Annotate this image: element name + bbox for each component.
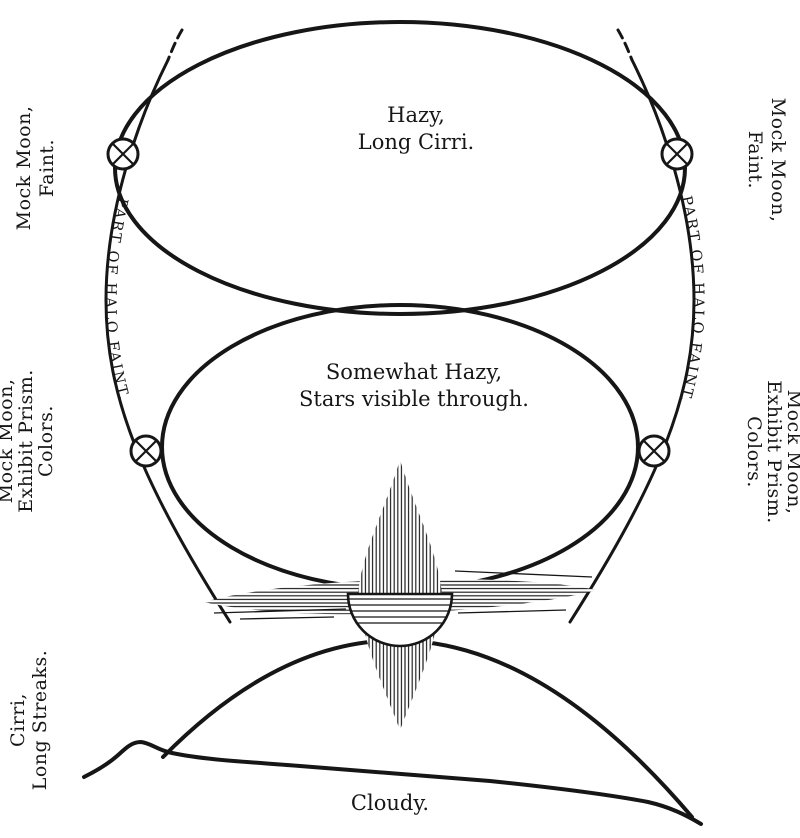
label-right-middle-line1: Mock Moon,	[783, 390, 800, 515]
label-middle-region: Somewhat Hazy, Stars visible through.	[299, 360, 529, 411]
label-right-top-line1: Mock Moon,	[767, 98, 789, 223]
moon-disc	[346, 592, 454, 648]
label-right-top-line2: Faint.	[744, 131, 766, 189]
label-left-top: Mock Moon, Faint.	[13, 106, 58, 231]
label-hazy-line2: Long Cirri.	[358, 130, 474, 154]
label-right-top: Mock Moon, Faint.	[744, 98, 789, 223]
left-halo-arc	[104, 58, 232, 624]
left-halo-arc-label: PART OF HALO FAINT.	[102, 196, 132, 403]
mock-moon-marker-middle-left	[129, 434, 163, 468]
mock-moon-marker-upper-left	[106, 137, 140, 171]
label-left-bottom: Cirri, Long Streaks.	[7, 650, 51, 791]
left-halo-arc-dashed-tail	[166, 28, 184, 62]
mock-moon-marker-middle-right	[637, 434, 671, 468]
horizon-line	[82, 740, 703, 826]
label-left-bottom-line2: Long Streaks.	[29, 650, 51, 791]
label-left-middle-line3: Colors.	[35, 405, 57, 477]
label-left-middle-line2: Exhibit Prism.	[15, 369, 37, 513]
label-somewhat-hazy-line1: Somewhat Hazy,	[326, 360, 502, 384]
mock-moon-marker-upper-right	[660, 137, 694, 171]
right-halo-arc-dashed-tail	[616, 28, 634, 62]
right-halo-arc-label: PART OF HALO FAINT.	[676, 194, 706, 405]
label-cloudy: Cloudy.	[351, 791, 429, 815]
label-left-bottom-line1: Cirri,	[7, 693, 29, 747]
label-hazy-line1: Hazy,	[387, 103, 445, 127]
label-left-top-line1: Mock Moon,	[13, 106, 35, 231]
label-left-middle-line1: Mock Moon,	[0, 379, 17, 504]
label-somewhat-hazy-line2: Stars visible through.	[299, 387, 529, 411]
label-left-middle: Mock Moon, Exhibit Prism. Colors.	[0, 369, 57, 513]
label-left-top-line2: Faint.	[36, 139, 58, 197]
label-right-middle: Mock Moon, Exhibit Prism. Colors.	[743, 380, 800, 524]
right-halo-arc	[568, 58, 696, 624]
upper-halo-ellipse	[113, 20, 687, 316]
label-right-middle-line2: Exhibit Prism.	[763, 380, 785, 524]
label-right-middle-line3: Colors.	[743, 416, 765, 488]
label-upper-region: Hazy, Long Cirri.	[358, 103, 474, 154]
